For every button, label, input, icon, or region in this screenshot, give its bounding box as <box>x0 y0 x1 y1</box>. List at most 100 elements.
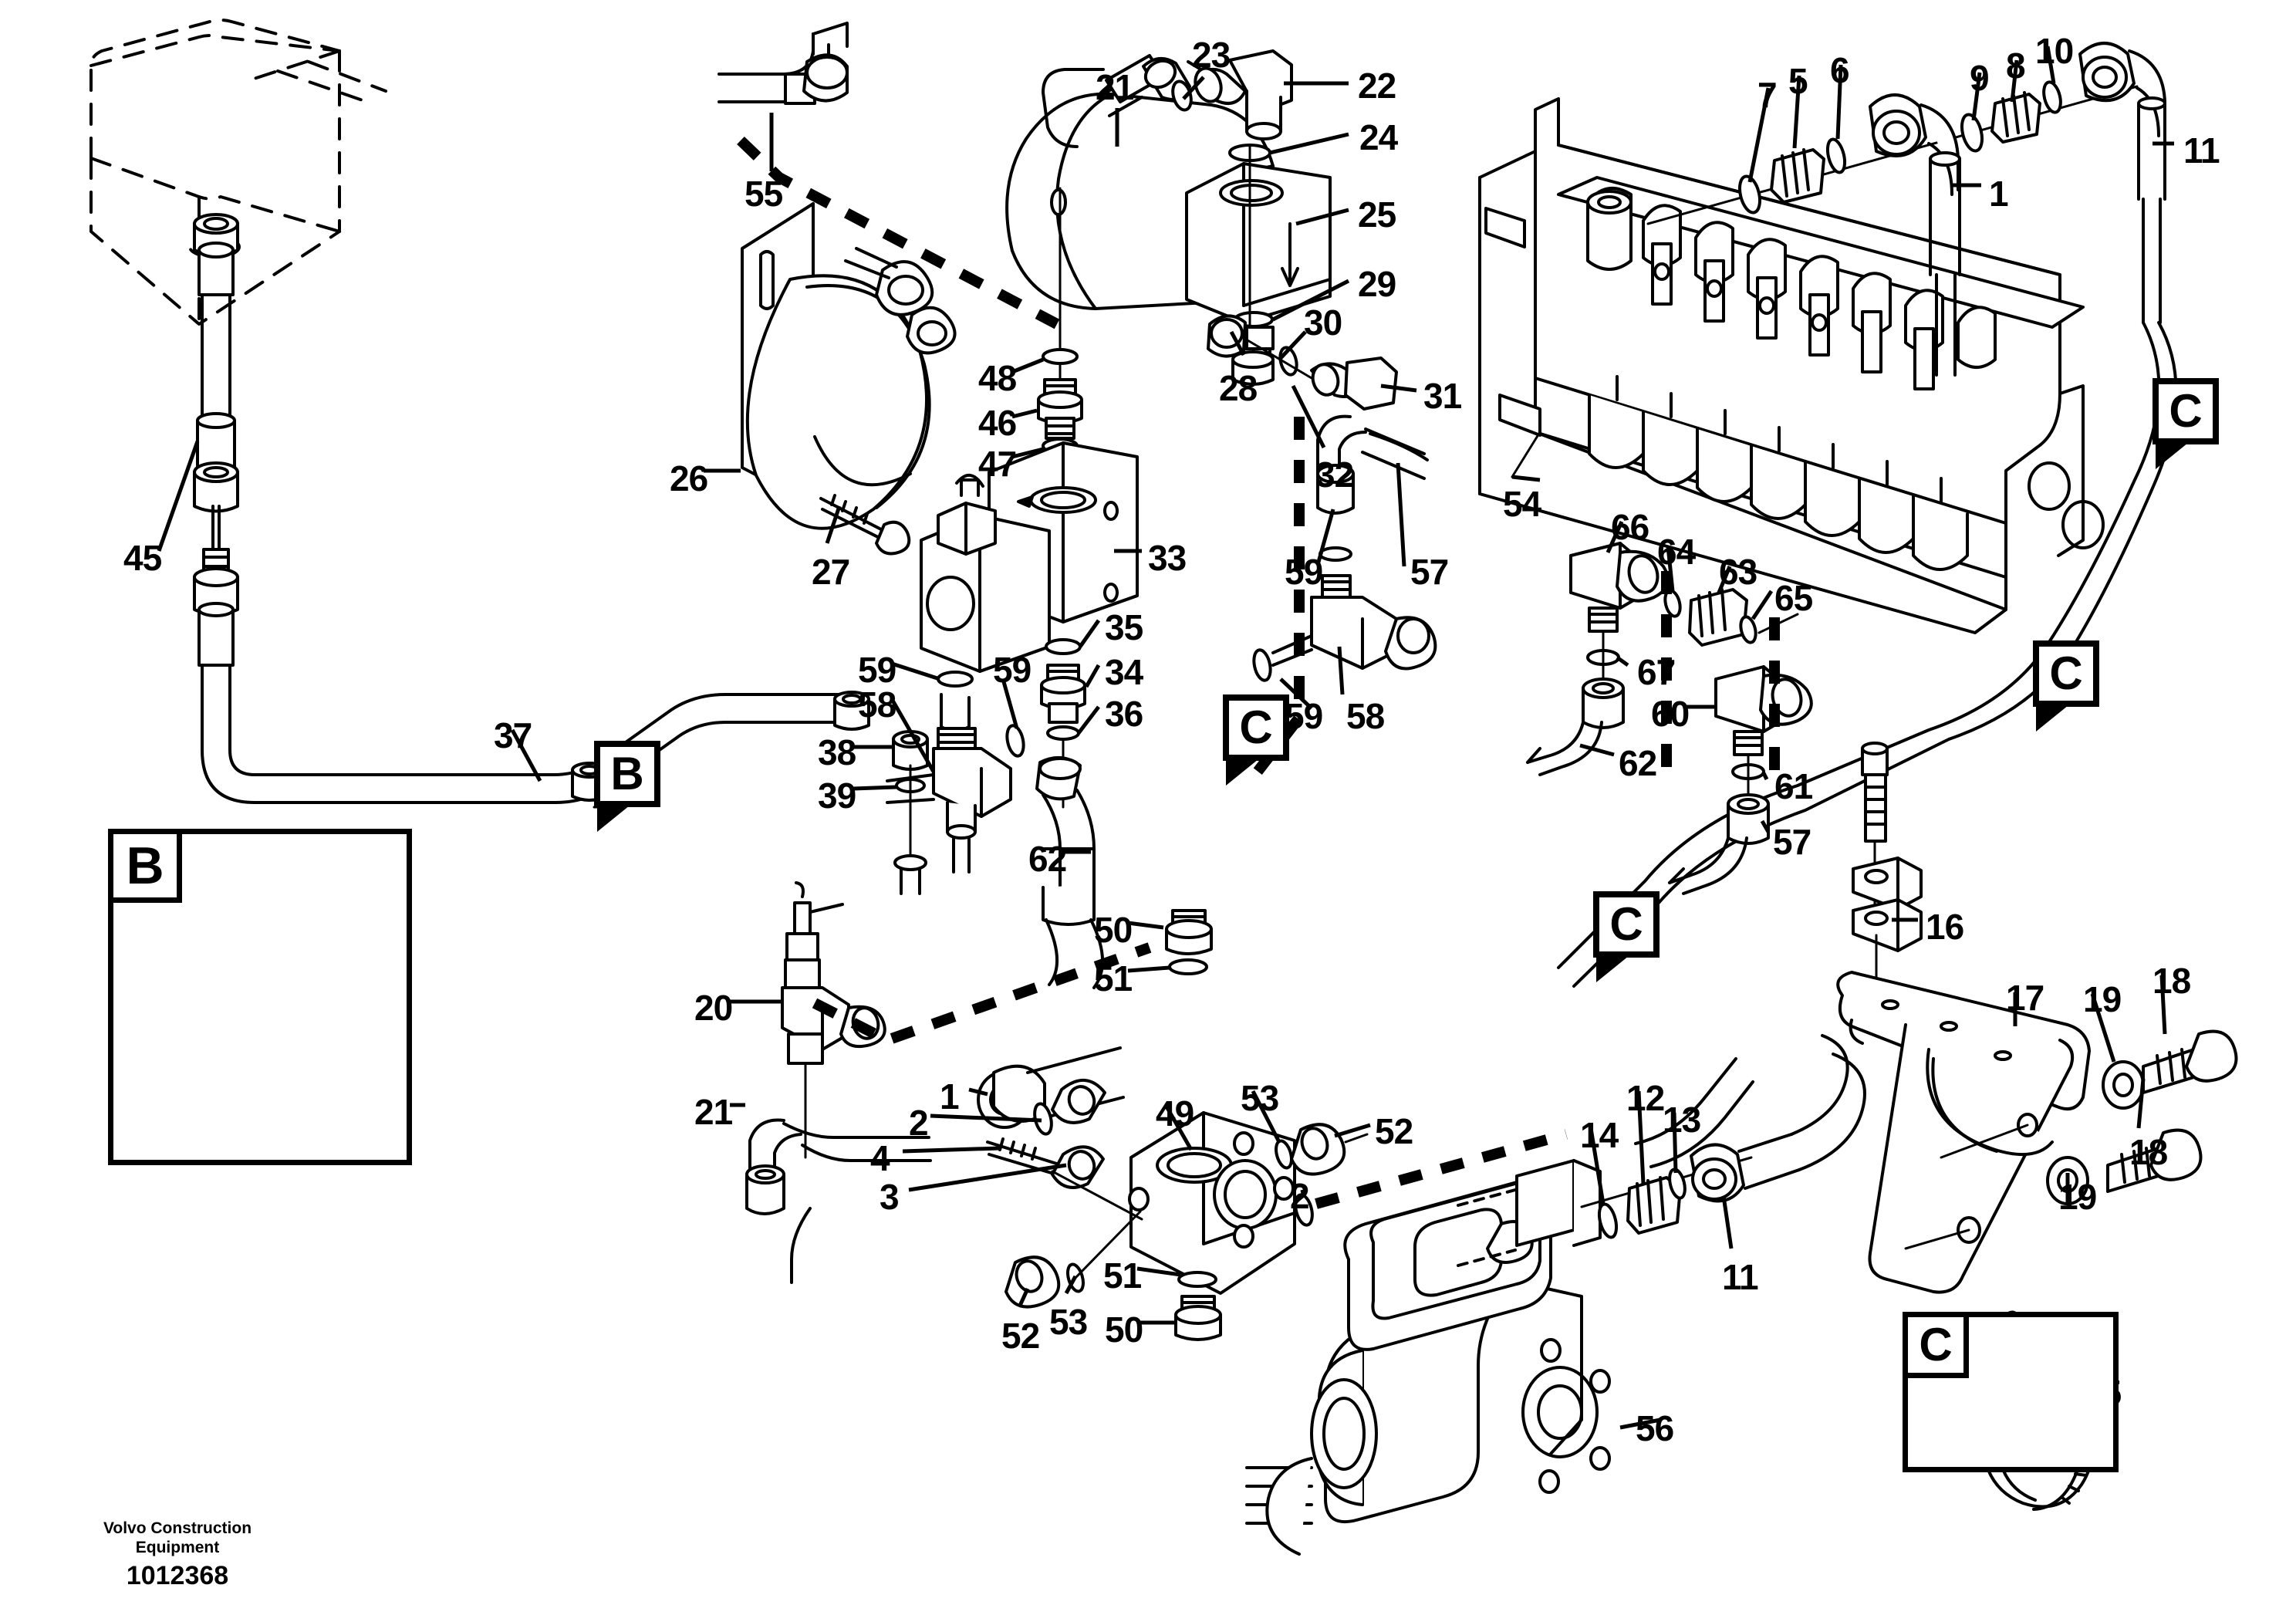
callout-number-13: 13 <box>1663 1100 1701 1140</box>
section-flag-pointer <box>597 806 630 832</box>
callout-number-65: 65 <box>1774 578 1813 618</box>
fittings-top-right <box>1646 42 2166 377</box>
callout-number-60: 60 <box>1651 694 1690 734</box>
section-flag-pointer <box>1226 759 1258 786</box>
callout-number-29: 29 <box>1358 264 1396 304</box>
callout-number-31: 31 <box>1423 376 1462 416</box>
callout-number-58: 58 <box>858 684 896 725</box>
callout-number-59: 59 <box>1285 696 1323 736</box>
detail-tag-b: B <box>108 829 182 903</box>
callout-number-59: 59 <box>1285 552 1323 592</box>
valve-block-33 <box>920 441 1139 809</box>
callout-number-11: 11 <box>1722 1257 1759 1297</box>
callout-number-1: 1 <box>1989 174 2009 214</box>
hose-62-mid <box>1035 756 1104 989</box>
tee-58-right <box>1252 414 1437 682</box>
callout-number-62: 62 <box>1028 839 1067 879</box>
nut-38 <box>892 730 929 895</box>
brand-line-1: Volvo Construction <box>103 1519 252 1537</box>
callout-number-55: 55 <box>745 174 783 214</box>
callout-number-56: 56 <box>1636 1408 1674 1448</box>
callout-number-53: 53 <box>1241 1078 1279 1118</box>
callout-number-59: 59 <box>993 650 1032 690</box>
column-48-46-47 <box>1037 187 1083 465</box>
bracket-17 <box>1836 971 2238 1294</box>
callout-number-30: 30 <box>1304 302 1342 343</box>
callout-number-20: 20 <box>694 988 733 1028</box>
callout-number-8: 8 <box>2006 46 2026 86</box>
section-flag-c-2: C <box>1593 891 1660 958</box>
callout-number-19: 19 <box>2083 979 2122 1019</box>
callout-number-11: 11 <box>2183 130 2220 171</box>
callout-number-17: 17 <box>2006 978 2044 1018</box>
callout-number-62: 62 <box>1619 743 1657 783</box>
section-flag-c-3: C <box>2152 378 2219 444</box>
callout-number-10: 10 <box>2035 31 2074 71</box>
callout-number-37: 37 <box>494 715 532 755</box>
callout-number-9: 9 <box>1970 58 1990 98</box>
phantom-enclosure <box>89 19 387 326</box>
callout-number-25: 25 <box>1358 194 1396 235</box>
callout-number-53: 53 <box>1049 1302 1088 1342</box>
callout-number-1: 1 <box>940 1076 960 1117</box>
hose-45 <box>193 213 542 804</box>
callout-number-21: 21 <box>694 1092 733 1132</box>
callout-number-52: 52 <box>1375 1111 1413 1151</box>
detail-view-b: B <box>108 829 412 1165</box>
brand-line-2: Equipment <box>135 1539 220 1556</box>
callout-number-45: 45 <box>123 538 162 578</box>
callout-number-5: 5 <box>1788 61 1808 101</box>
clamp-26 <box>741 202 957 556</box>
callout-number-48: 48 <box>978 358 1017 398</box>
callout-number-27: 27 <box>812 552 850 592</box>
detail-tag-c: C <box>1903 1312 1969 1378</box>
callout-number-49: 49 <box>1156 1093 1194 1134</box>
callout-number-6: 6 <box>1830 50 1850 90</box>
callout-number-16: 16 <box>1926 907 1964 947</box>
callout-number-28: 28 <box>1219 368 1258 408</box>
section-flag-b-0: B <box>594 741 660 807</box>
callout-number-38: 38 <box>818 732 856 772</box>
callout-number-7: 7 <box>1757 75 1778 115</box>
callout-number-4: 4 <box>870 1138 890 1178</box>
callout-number-50: 50 <box>1094 910 1133 950</box>
callout-number-64: 64 <box>1657 532 1696 572</box>
callout-number-18: 18 <box>2129 1132 2168 1172</box>
footer-logo-block: Volvo Construction Equipment 1012368 <box>46 1519 309 1591</box>
callout-number-63: 63 <box>1719 552 1757 592</box>
callout-number-14: 14 <box>1580 1115 1619 1155</box>
callout-number-12: 12 <box>1626 1078 1665 1118</box>
callout-number-32: 32 <box>1315 454 1354 495</box>
callout-number-50: 50 <box>1105 1309 1143 1350</box>
callout-number-59: 59 <box>858 650 896 690</box>
callout-number-51: 51 <box>1103 1255 1142 1296</box>
section-flag-c-4: C <box>2033 640 2099 707</box>
callout-number-51: 51 <box>1094 958 1133 999</box>
callout-number-18: 18 <box>2152 961 2191 1001</box>
callout-number-52: 52 <box>1001 1316 1040 1356</box>
section-flag-pointer <box>2036 705 2068 732</box>
tee-58-left <box>886 693 1025 874</box>
callout-number-34: 34 <box>1105 652 1143 692</box>
callout-number-54: 54 <box>1503 484 1541 524</box>
fittings-bottom-right <box>1580 1034 1866 1239</box>
callout-number-39: 39 <box>818 776 856 816</box>
control-valve-54 <box>1478 97 2105 634</box>
callout-number-61: 61 <box>1774 766 1813 806</box>
callout-number-47: 47 <box>978 444 1017 484</box>
callout-number-24: 24 <box>1359 117 1398 157</box>
section-flag-pointer <box>2156 443 2188 469</box>
callout-number-2: 2 <box>1290 1176 1310 1216</box>
callout-number-46: 46 <box>978 403 1017 443</box>
callout-number-35: 35 <box>1105 607 1143 647</box>
section-flag-c-1: C <box>1223 694 1289 761</box>
callout-number-26: 26 <box>670 458 708 498</box>
callout-number-21: 21 <box>1096 67 1134 107</box>
callout-number-66: 66 <box>1611 507 1649 547</box>
callout-number-36: 36 <box>1105 694 1143 734</box>
hose-55 <box>718 22 849 105</box>
part-number: 1012368 <box>126 1561 229 1590</box>
